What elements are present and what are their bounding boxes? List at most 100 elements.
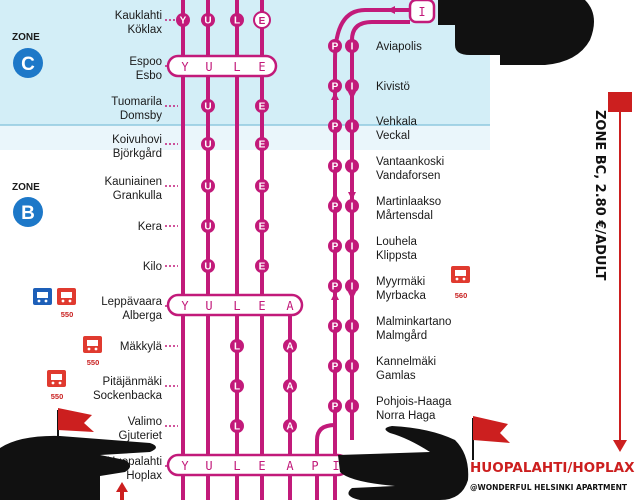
bus-badge-leppavaara: 550 — [57, 288, 76, 319]
zone-boundary-band — [0, 125, 490, 150]
e-dot-3-letter: E — [259, 182, 266, 193]
ring-i-letter-2: I — [351, 82, 354, 93]
station-name-sv-huopalahti: Hoplax — [126, 470, 162, 482]
fare-arrow-head — [613, 440, 627, 452]
e-dot-3 — [255, 179, 269, 193]
espoo-pill-letter-y: Y — [181, 60, 189, 74]
ring-p-letter-5: P — [332, 202, 339, 213]
station-name-pohjois-haaga: Pohjois-Haaga — [376, 396, 452, 408]
ring-p-dot-6 — [328, 239, 342, 253]
e-dot-5 — [255, 259, 269, 273]
huopalahti-pill-letter-y: Y — [181, 459, 189, 473]
station-name-martinlaakso: Martinlaakso — [376, 196, 441, 208]
left-station-labels: KauklahtiKöklaxEspooEsboTuomarilaDomsbyK… — [93, 10, 163, 482]
bus-badge-makkyla: 550 — [83, 336, 102, 367]
ring-i-dot-7 — [345, 279, 359, 293]
station-name-vehkala: Vehkala — [376, 116, 418, 128]
l-dot-3 — [230, 419, 244, 433]
espoo-pill-letter-e: E — [258, 60, 265, 74]
kauklahti-dot-4-letter: E — [259, 16, 266, 27]
ring-i-letter-6: I — [351, 242, 354, 253]
bus-number-leppavaara: 550 — [61, 310, 74, 319]
ring-p-letter-9: P — [332, 362, 339, 373]
a-dot-3 — [283, 419, 297, 433]
station-name-pitajanmaki: Pitäjänmäki — [103, 376, 162, 388]
leppavaara-pill-letter-u: U — [205, 299, 212, 313]
top-i-letter: I — [418, 5, 425, 19]
station-name-leppavaara: Leppävaara — [101, 296, 162, 308]
ring-p-dot-3 — [328, 119, 342, 133]
ring-p-dot-2 — [328, 79, 342, 93]
e-dot-2-letter: E — [259, 140, 266, 151]
u-dot-4-letter: U — [204, 222, 211, 233]
station-name-sv-pitajanmaki: Sockenbacka — [93, 390, 163, 402]
station-name-koivuhovi: Koivuhovi — [112, 134, 162, 146]
station-name-kera: Kera — [138, 221, 163, 233]
station-name-sv-louhela: Klippsta — [376, 250, 418, 262]
a-dot-1-letter: A — [286, 342, 293, 353]
ring-p-letter-1: P — [332, 42, 339, 53]
right-station-labels: AviapolisKivistöVehkalaVeckalVantaankosk… — [376, 41, 452, 422]
flag-left — [57, 408, 94, 450]
ring-p-dot-1 — [328, 39, 342, 53]
leppavaara-pill-letter-l: L — [233, 299, 240, 313]
ring-p-dot-10 — [328, 399, 342, 413]
ring-p-letter-6: P — [332, 242, 339, 253]
zone-c-badge — [13, 48, 43, 78]
l-dot-3-letter: L — [234, 422, 240, 433]
ring-p-letter-10: P — [332, 402, 339, 413]
ring-i-dot-9 — [345, 359, 359, 373]
ring-i-letter-5: I — [351, 202, 354, 213]
station-name-sv-malminkartano: Malmgård — [376, 330, 427, 342]
e-dot-4-letter: E — [259, 222, 266, 233]
caption-credit: @WONDERFUL HELSINKI APARTMENT — [470, 483, 628, 492]
kauklahti-dot-2-letter: U — [204, 16, 211, 27]
a-dot-1 — [283, 339, 297, 353]
bus-number-makkyla: 550 — [87, 358, 100, 367]
huopalahti-pill-letter-i: I — [332, 459, 339, 473]
station-name-aviapolis: Aviapolis — [376, 41, 422, 53]
huopalahti-station-pill: Y U L E A P I — [166, 453, 350, 477]
u-dot-2 — [201, 137, 215, 151]
ring-p-letter-2: P — [332, 82, 339, 93]
caption-title: HUOPALAHTI/HOPLAX — [470, 460, 635, 476]
ring-i-letter-3: I — [351, 122, 354, 133]
station-name-kauniainen: Kauniainen — [104, 176, 162, 188]
espoo-pill-letter-u: U — [205, 60, 212, 74]
ring-i-dot-5 — [345, 199, 359, 213]
kauklahti-dot-1 — [176, 13, 190, 27]
ring-i-letter-4: I — [351, 162, 354, 173]
kauklahti-dot-1-letter: Y — [180, 16, 187, 27]
ring-p-dot-8 — [328, 319, 342, 333]
ring-i-letter-9: I — [351, 362, 354, 373]
train-icon — [33, 288, 52, 305]
station-name-louhela: Louhela — [376, 236, 418, 248]
zone-b-letter: B — [21, 203, 35, 224]
hand-pointer-bottom-left — [0, 435, 156, 500]
station-name-sv-pohjois-haaga: Norra Haga — [376, 410, 436, 422]
flag-right — [472, 416, 510, 460]
huopalahti-pill-letter-u: U — [205, 459, 212, 473]
station-name-sv-espoo: Esbo — [136, 70, 162, 82]
station-name-sv-kauklahti: Köklax — [127, 24, 162, 36]
bottom-arrow-stem — [120, 492, 124, 500]
u-dot-1 — [201, 99, 215, 113]
station-name-sv-tuomarila: Domsby — [120, 110, 162, 122]
bottom-arrow-icon — [116, 482, 128, 492]
station-name-sv-martinlaakso: Mårtensdal — [376, 210, 433, 222]
station-name-sv-kauniainen: Grankulla — [113, 190, 163, 202]
a-dot-2 — [283, 379, 297, 393]
kauklahti-dot-2 — [201, 13, 215, 27]
bus-number-myyrmaki: 560 — [455, 291, 468, 300]
ring-i-dot-6 — [345, 239, 359, 253]
ring-p-dot-9 — [328, 359, 342, 373]
espoo-pill-letter-l: L — [233, 60, 240, 74]
ring-p-letter-7: P — [332, 282, 339, 293]
ring-p-dot-5 — [328, 199, 342, 213]
ring-p-letter-3: P — [332, 122, 339, 133]
zone-c-letter: C — [21, 54, 35, 75]
e-dot-4 — [255, 219, 269, 233]
station-name-kannelmaki: Kannelmäki — [376, 356, 436, 368]
station-name-sv-leppavaara: Alberga — [122, 310, 162, 322]
kauklahti-dot-3 — [230, 13, 244, 27]
